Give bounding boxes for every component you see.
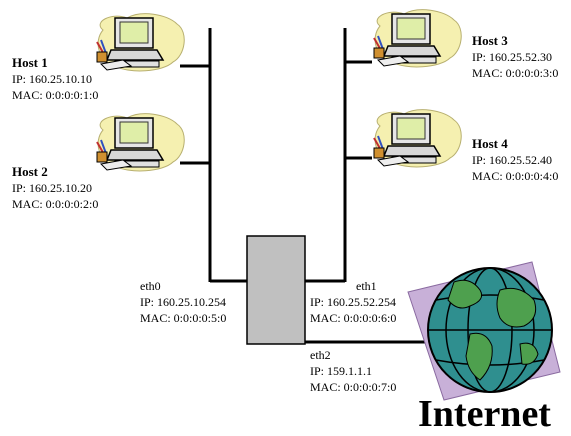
interface-ip: IP: 159.1.1.1 (310, 363, 396, 379)
host-mac: MAC: 0:0:0:0:3:0 (472, 65, 558, 81)
interface-name: eth1 (310, 278, 396, 294)
host-4-label: Host 4 IP: 160.25.52.40 MAC: 0:0:0:0:4:0 (472, 136, 558, 184)
router-box (247, 236, 305, 344)
interface-mac: MAC: 0:0:0:0:5:0 (140, 310, 226, 326)
host-mac: MAC: 0:0:0:0:4:0 (472, 168, 558, 184)
host-mac: MAC: 0:0:0:0:1:0 (12, 87, 98, 103)
host-name: Host 1 (12, 55, 98, 71)
host-name: Host 2 (12, 164, 98, 180)
host-name: Host 4 (472, 136, 558, 152)
computer-icon (374, 10, 461, 67)
host-ip: IP: 160.25.10.10 (12, 71, 98, 87)
computer-icon (374, 110, 461, 167)
globe-icon (408, 262, 560, 400)
computer-icon (97, 14, 184, 71)
host-3-label: Host 3 IP: 160.25.52.30 MAC: 0:0:0:0:3:0 (472, 33, 558, 81)
computer-icon (97, 114, 184, 171)
eth0-label: eth0 IP: 160.25.10.254 MAC: 0:0:0:0:5:0 (140, 278, 226, 326)
interface-name: eth0 (140, 278, 226, 294)
host-ip: IP: 160.25.10.20 (12, 180, 98, 196)
host-name: Host 3 (472, 33, 558, 49)
internet-label: Internet (418, 392, 551, 436)
interface-mac: MAC: 0:0:0:0:6:0 (310, 310, 396, 326)
eth1-label: eth1 IP: 160.25.52.254 MAC: 0:0:0:0:6:0 (310, 278, 396, 326)
host-1-label: Host 1 IP: 160.25.10.10 MAC: 0:0:0:0:1:0 (12, 55, 98, 103)
interface-ip: IP: 160.25.10.254 (140, 294, 226, 310)
eth2-label: eth2 IP: 159.1.1.1 MAC: 0:0:0:0:7:0 (310, 347, 396, 395)
host-2-label: Host 2 IP: 160.25.10.20 MAC: 0:0:0:0:2:0 (12, 164, 98, 212)
host-ip: IP: 160.25.52.30 (472, 49, 558, 65)
interface-ip: IP: 160.25.52.254 (310, 294, 396, 310)
interface-mac: MAC: 0:0:0:0:7:0 (310, 379, 396, 395)
host-ip: IP: 160.25.52.40 (472, 152, 558, 168)
interface-name: eth2 (310, 347, 396, 363)
host-mac: MAC: 0:0:0:0:2:0 (12, 196, 98, 212)
